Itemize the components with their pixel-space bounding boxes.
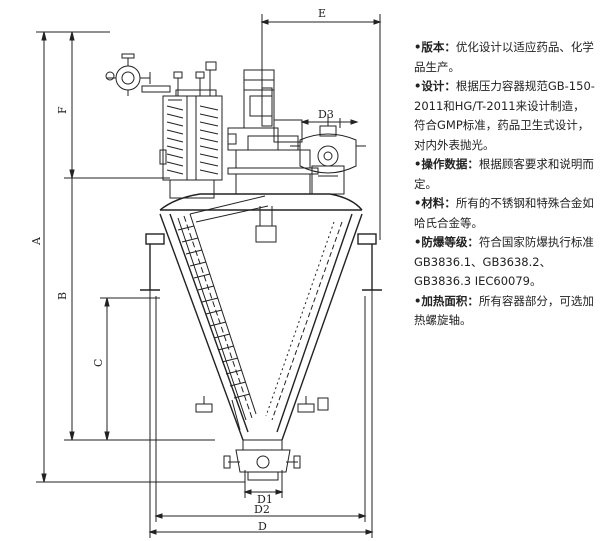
discharge-valve <box>223 439 301 481</box>
spec-text: 所有容器部分，可选加热螺旋轴。 <box>414 293 594 328</box>
mixer-technical-drawing: E F A B C D3 D1 D2 D <box>30 7 382 538</box>
dimension-e-line <box>260 14 382 240</box>
pressure-gauges <box>105 53 171 96</box>
dimension-f-line <box>64 31 170 179</box>
spec-text: 所有的不锈钢和特殊合金如哈氏合金等。 <box>414 196 594 230</box>
dimension-d-line <box>148 290 374 538</box>
spec-title: 加热面积： <box>421 293 479 308</box>
bullet-icon: • <box>414 293 422 308</box>
spec-text: 符合国家防爆执行标准GB3836.1、GB3638.2、GB3836.3 IEC… <box>414 235 594 288</box>
spec-version: •版本：优化设计以适应药品、化学品生产。 <box>414 38 596 77</box>
label-d: D <box>258 520 267 533</box>
rotating-arm <box>189 195 277 243</box>
spec-explosion-class: •防爆等级：符合国家防爆执行标准GB3836.1、GB3638.2、GB3836… <box>414 233 596 292</box>
spec-design: •设计：根据压力容器规范GB-150-2011和HG/T-2011来设计制造，符… <box>414 77 596 155</box>
bullet-icon: • <box>414 157 422 171</box>
bullet-icon: • <box>414 196 422 210</box>
spec-text: 优化设计以适应药品、化学品生产。 <box>414 40 594 74</box>
label-f: F <box>56 106 69 114</box>
dimension-a-line <box>36 31 245 483</box>
spec-list: •版本：优化设计以适应药品、化学品生产。 •设计：根据压力容器规范GB-150-… <box>414 38 596 331</box>
label-a: A <box>30 236 43 246</box>
label-e: E <box>318 7 326 20</box>
right-inner-wall <box>265 221 343 421</box>
bullet-icon: • <box>414 235 422 249</box>
dimension-d2-line <box>154 296 367 522</box>
conical-vessel <box>140 193 382 441</box>
spec-text: 根据顾客要求和说明而定。 <box>414 157 594 191</box>
spec-title: 材料： <box>421 196 456 210</box>
dimension-d3-line <box>300 119 359 125</box>
dimension-b-line <box>64 178 215 441</box>
spec-material: •材料：所有的不锈钢和特殊合金如哈氏合金等。 <box>414 194 596 233</box>
label-b: B <box>56 292 69 300</box>
dimension-d1-line <box>243 470 284 498</box>
spec-title: 防爆等级： <box>421 235 479 249</box>
label-d2: D2 <box>254 503 270 516</box>
bullet-icon: • <box>414 79 422 93</box>
spec-title: 版本： <box>421 40 456 54</box>
drive-motor <box>227 22 303 151</box>
label-d3: D3 <box>318 108 334 121</box>
label-c: C <box>92 359 105 367</box>
left-column <box>159 61 223 199</box>
right-column <box>290 114 366 195</box>
spec-title: 操作数据： <box>421 157 479 171</box>
spec-text: 根据压力容器规范GB-150-2011和HG/T-2011来设计制造，符合GMP… <box>414 79 595 152</box>
top-cover <box>227 135 319 195</box>
spec-title: 设计： <box>421 79 456 93</box>
side-nozzles <box>195 396 329 431</box>
spec-heating-area: •加热面积：所有容器部分，可选加热螺旋轴。 <box>414 292 596 331</box>
bullet-icon: • <box>414 40 422 54</box>
screw-conveyor <box>177 213 257 421</box>
spec-operation-data: •操作数据：根据顾客要求和说明而定。 <box>414 155 596 194</box>
label-d1: D1 <box>257 493 273 506</box>
dimension-c-line <box>100 297 160 441</box>
